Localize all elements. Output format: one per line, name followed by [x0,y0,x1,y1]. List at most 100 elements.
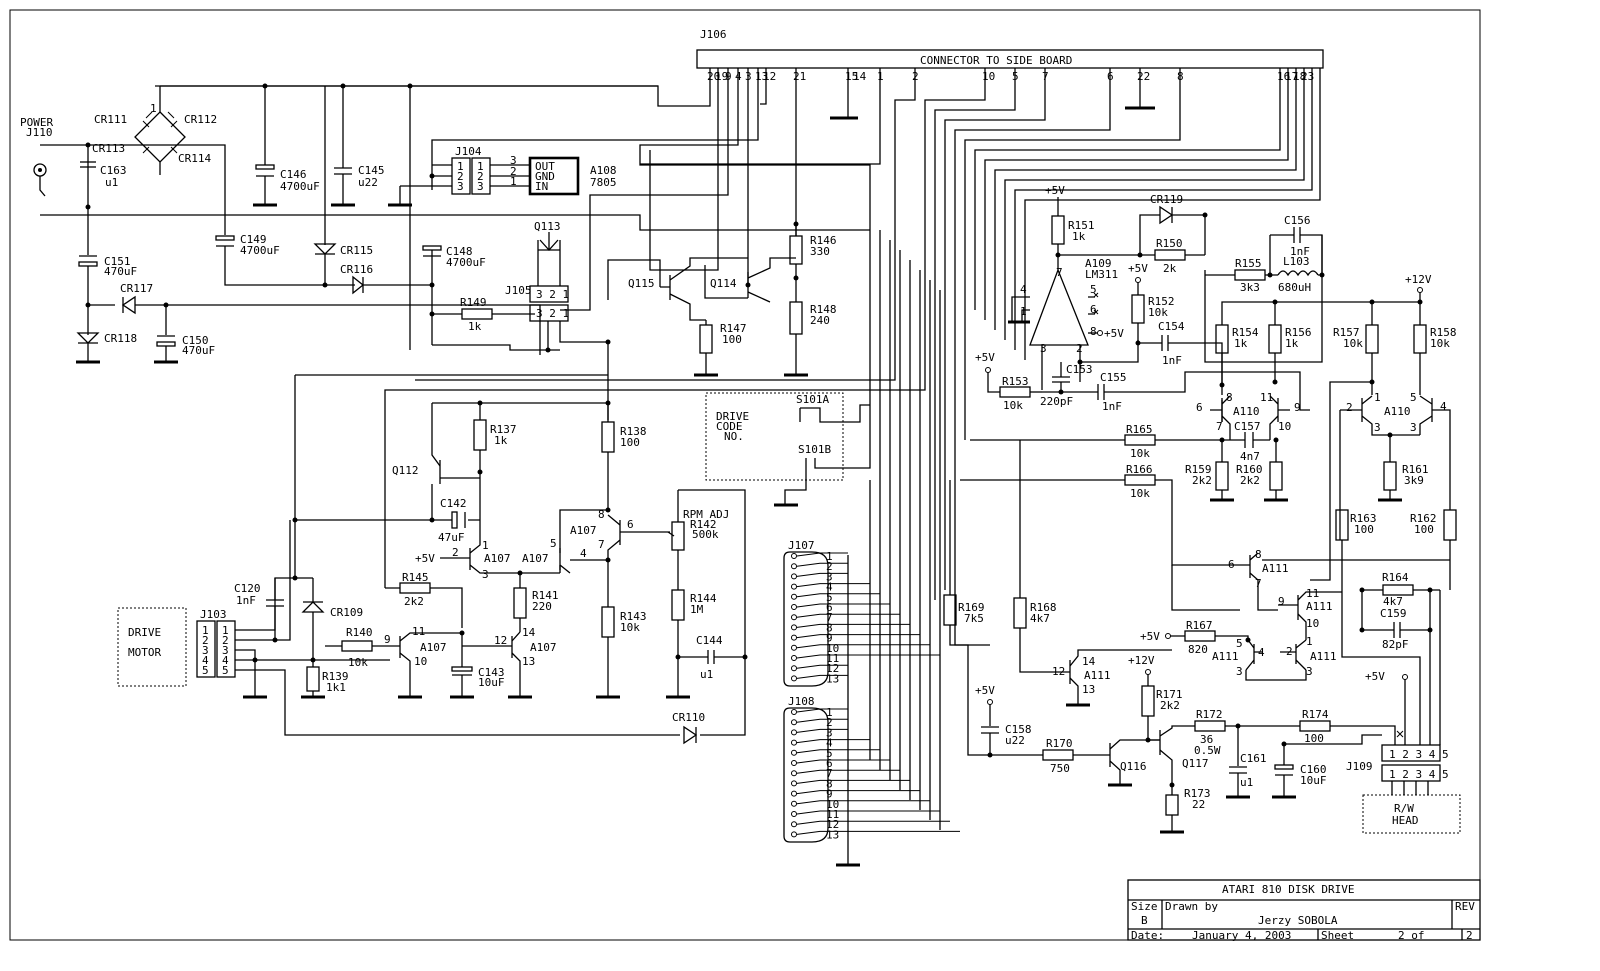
db-pin-hole [791,821,797,828]
svg-text:5: 5 [1236,637,1243,650]
a111-block: 6 8 7 A111 9 11 10 A111 R164 4k7 C159 82… [1140,548,1441,745]
svg-text:CR111: CR111 [94,113,127,126]
svg-text:1 2 3 4 5: 1 2 3 4 5 [1389,748,1449,761]
svg-text:C145: C145 [358,164,385,177]
db-pin-number: 8 [826,777,833,790]
svg-text:1k: 1k [1234,337,1248,350]
svg-text:C159: C159 [1380,607,1407,620]
svg-text:C160: C160 [1300,763,1327,776]
svg-text:Q116: Q116 [1120,760,1147,773]
svg-text:1k: 1k [468,320,482,333]
svg-text:3: 3 [1236,665,1243,678]
db-pin-wire [796,572,848,577]
svg-text:NO.: NO. [724,430,744,443]
svg-text:3: 3 [1410,421,1417,434]
j106-pin-21: 21 [793,70,806,83]
svg-text:220: 220 [532,600,552,613]
svg-text:A107: A107 [420,641,447,654]
j106-title: CONNECTOR TO SIDE BOARD [920,54,1072,67]
svg-text:C146: C146 [280,168,307,181]
j103-pin-left: 2 [202,634,209,647]
db-pin-wire [796,769,900,774]
svg-text:L103: L103 [1283,255,1310,268]
svg-text:R158: R158 [1430,326,1457,339]
db-pin-hole [791,604,797,610]
svg-text:1M: 1M [690,603,704,616]
j110-label: J110 [26,126,53,139]
svg-text:4700uF: 4700uF [280,180,320,193]
svg-text:4: 4 [1258,646,1265,659]
svg-text:12: 12 [1052,665,1065,678]
svg-text:A110: A110 [1233,405,1260,418]
size-value: B [1141,914,1148,927]
svg-text:1: 1 [1020,305,1027,318]
j106-pin-22: 22 [1137,70,1150,83]
db-pin-number: 3 [826,726,833,739]
db-bus [836,230,990,867]
svg-text:7k5: 7k5 [964,612,984,625]
svg-text:R145: R145 [402,571,429,584]
drawn-by-value: Jerzy SOBOLA [1258,914,1338,927]
svg-text:14: 14 [1082,655,1096,668]
db-pin-hole [791,729,797,736]
svg-text:J107: J107 [788,539,815,552]
db-pin-number: 1 [826,550,833,563]
svg-text:10uF: 10uF [1300,774,1327,787]
negative-supply: C151 470uF CR117 C150 470uF CR118 [76,207,541,364]
svg-text:2: 2 [1346,401,1353,414]
svg-text:470uF: 470uF [182,344,215,357]
db-pin-number: 4 [826,581,833,594]
svg-text:100: 100 [722,333,742,346]
svg-text:J109: J109 [1346,760,1373,773]
svg-text:1: 1 [150,102,157,115]
svg-text:RPM ADJ: RPM ADJ [683,508,729,521]
svg-text:Q114: Q114 [710,277,737,290]
svg-text:A111: A111 [1306,600,1333,613]
svg-text:2k2: 2k2 [1192,474,1212,487]
svg-text:0.5W: 0.5W [1194,744,1221,757]
svg-text:J103: J103 [200,608,227,621]
db-pin-wire [796,708,848,713]
svg-text:R138: R138 [620,425,647,438]
db-pin-hole [791,719,797,726]
svg-text:3 2 1: 3 2 1 [536,288,569,301]
svg-text:13: 13 [522,655,535,668]
svg-text:500k: 500k [692,528,719,541]
db-pin-wire [796,603,890,608]
svg-text:3k3: 3k3 [1240,281,1260,294]
svg-text:R162: R162 [1410,512,1437,525]
svg-text:C143: C143 [478,666,505,679]
svg-text:A107: A107 [522,552,549,565]
db-pin-number: 7 [826,611,833,624]
j103-pin-left: 4 [202,654,209,667]
svg-text:Q112: Q112 [392,464,419,477]
db-pin-wire [796,562,848,567]
svg-text:A111: A111 [1212,650,1239,663]
svg-text:8: 8 [1090,325,1097,338]
db-pin-number: 7 [826,767,833,780]
j103-pin-right: 2 [222,634,229,647]
db-pin-number: 13 [826,828,839,841]
svg-text:2k2: 2k2 [404,595,424,608]
j103-pin-right: 1 [222,624,229,637]
svg-text:13: 13 [1082,683,1095,696]
svg-text:36: 36 [1200,733,1213,746]
db-pin-wire [796,759,890,764]
svg-text:C155: C155 [1100,371,1127,384]
svg-text:14: 14 [522,626,536,639]
svg-text:R155: R155 [1235,257,1262,270]
sheet-label: Sheet [1321,929,1354,942]
svg-text:CR114: CR114 [178,152,211,165]
svg-text:2k: 2k [1163,262,1177,275]
sheet-total: 2 [1466,929,1473,942]
c163: C163 u1 [80,161,127,189]
svg-text:3: 3 [1040,342,1047,355]
svg-text:u22: u22 [358,176,378,189]
svg-text:1nF: 1nF [236,594,256,607]
svg-text:R164: R164 [1382,571,1409,584]
svg-text:R169: R169 [958,601,985,614]
title-block: ATARI 810 DISK DRIVE Size B Drawn by Jer… [1127,879,1481,942]
svg-text:7: 7 [598,538,605,551]
svg-text:1: 1 [457,160,464,173]
